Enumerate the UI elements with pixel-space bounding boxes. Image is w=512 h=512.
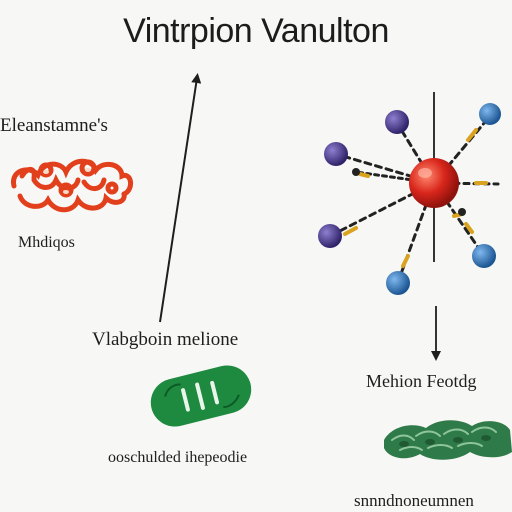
atom-small-dark-2 bbox=[458, 208, 466, 216]
protein-blob bbox=[11, 158, 133, 213]
label-bottom-right: snnndnoneumnen bbox=[354, 491, 474, 510]
atom-center-red bbox=[409, 158, 459, 208]
label-middle: Vlabgboin melione bbox=[92, 329, 239, 350]
atom-purple-lower-left bbox=[318, 224, 342, 248]
label-bottom-left: ooschulded ihepeodie bbox=[108, 449, 248, 466]
atom-blue-lower-right bbox=[472, 244, 496, 268]
leaf-cluster bbox=[384, 420, 512, 460]
arrow-up bbox=[159, 73, 202, 323]
diagram-title: Vintrpion Vanulton bbox=[123, 12, 389, 50]
bacterium-capsule bbox=[150, 365, 252, 427]
label-right: Mehion Feotdg bbox=[366, 371, 477, 391]
atom-blue-top-right bbox=[479, 103, 501, 125]
atom-small-dark bbox=[352, 168, 360, 176]
atom-blue-bottom bbox=[386, 271, 410, 295]
label-left-organism: Mhdiqos bbox=[18, 234, 75, 251]
atom-purple-upper-left bbox=[324, 142, 348, 166]
atom-purple-top bbox=[385, 110, 409, 134]
atom-center-highlight bbox=[418, 168, 432, 178]
label-top-left: Eleanstamne's bbox=[0, 115, 108, 136]
protein-blob-highlights bbox=[43, 168, 91, 194]
